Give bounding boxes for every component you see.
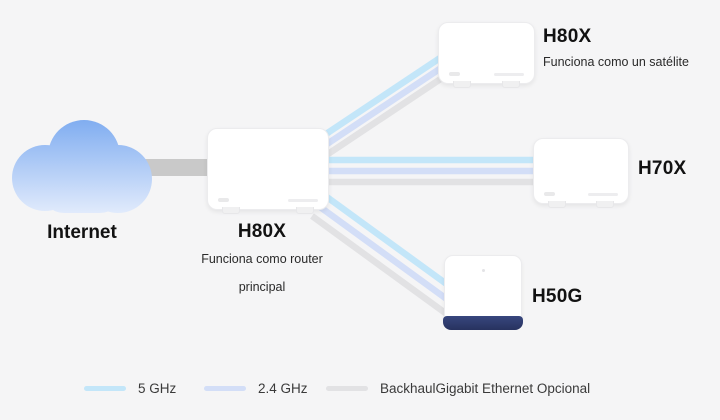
link-5ghz-to-satellite-top xyxy=(318,45,457,141)
legend-label-backhaul: BackhaulGigabit Ethernet Opcional xyxy=(380,381,591,396)
internet-cloud-icon xyxy=(12,120,152,213)
device-foot xyxy=(548,201,566,208)
main-router-label: H80X Funciona como router principal xyxy=(182,221,342,294)
device-brand-mark xyxy=(494,73,524,76)
legend-item-24ghz: 2.4 GHz xyxy=(204,381,308,396)
device-foot xyxy=(296,207,314,214)
satellite-top-label: H80X Funciona como un satélite xyxy=(543,26,689,69)
legend-swatch-5ghz xyxy=(84,386,126,391)
legend-item-5ghz: 5 GHz xyxy=(84,381,176,396)
device-base xyxy=(443,316,523,330)
legend-swatch-24ghz xyxy=(204,386,246,391)
device-main-router-h80x xyxy=(207,128,329,214)
main-router-model: H80X xyxy=(237,221,287,242)
device-satellite-right-h70x xyxy=(533,138,629,208)
device-brand-mark xyxy=(588,193,618,196)
main-router-role-line2: principal xyxy=(238,280,286,294)
satellite-top-model: H80X xyxy=(543,26,592,47)
satellite-right-model: H70X xyxy=(638,158,687,179)
device-foot xyxy=(222,207,240,214)
legend-label-5ghz: 5 GHz xyxy=(138,381,177,396)
link-24ghz-to-satellite-bottom xyxy=(314,201,450,303)
device-brand-mark xyxy=(288,199,318,202)
link-ethernet-to-satellite-top xyxy=(314,69,453,165)
device-led xyxy=(481,269,485,272)
device-foot xyxy=(453,81,471,88)
legend-swatch-backhaul xyxy=(326,386,368,391)
legend-label-24ghz: 2.4 GHz xyxy=(258,381,308,396)
device-body xyxy=(444,255,522,320)
device-logo-mark xyxy=(449,72,460,76)
device-satellite-bottom-h50g xyxy=(443,255,523,330)
link-5ghz-to-satellite-bottom xyxy=(318,189,454,291)
legend-item-backhaul: BackhaulGigabit Ethernet Opcional xyxy=(326,381,590,396)
device-satellite-top-h80x xyxy=(438,22,535,88)
device-logo-mark xyxy=(218,198,229,202)
device-foot xyxy=(502,81,520,88)
main-router-role-line1: Funciona como router xyxy=(201,252,323,266)
link-ethernet-to-satellite-bottom xyxy=(310,213,450,318)
satellite-bottom-model: H50G xyxy=(532,286,583,307)
internet-label: Internet xyxy=(47,222,117,243)
device-logo-mark xyxy=(544,192,555,196)
satellite-top-role: Funciona como un satélite xyxy=(543,55,689,69)
link-24ghz-to-satellite-top xyxy=(316,57,455,153)
device-foot xyxy=(596,201,614,208)
